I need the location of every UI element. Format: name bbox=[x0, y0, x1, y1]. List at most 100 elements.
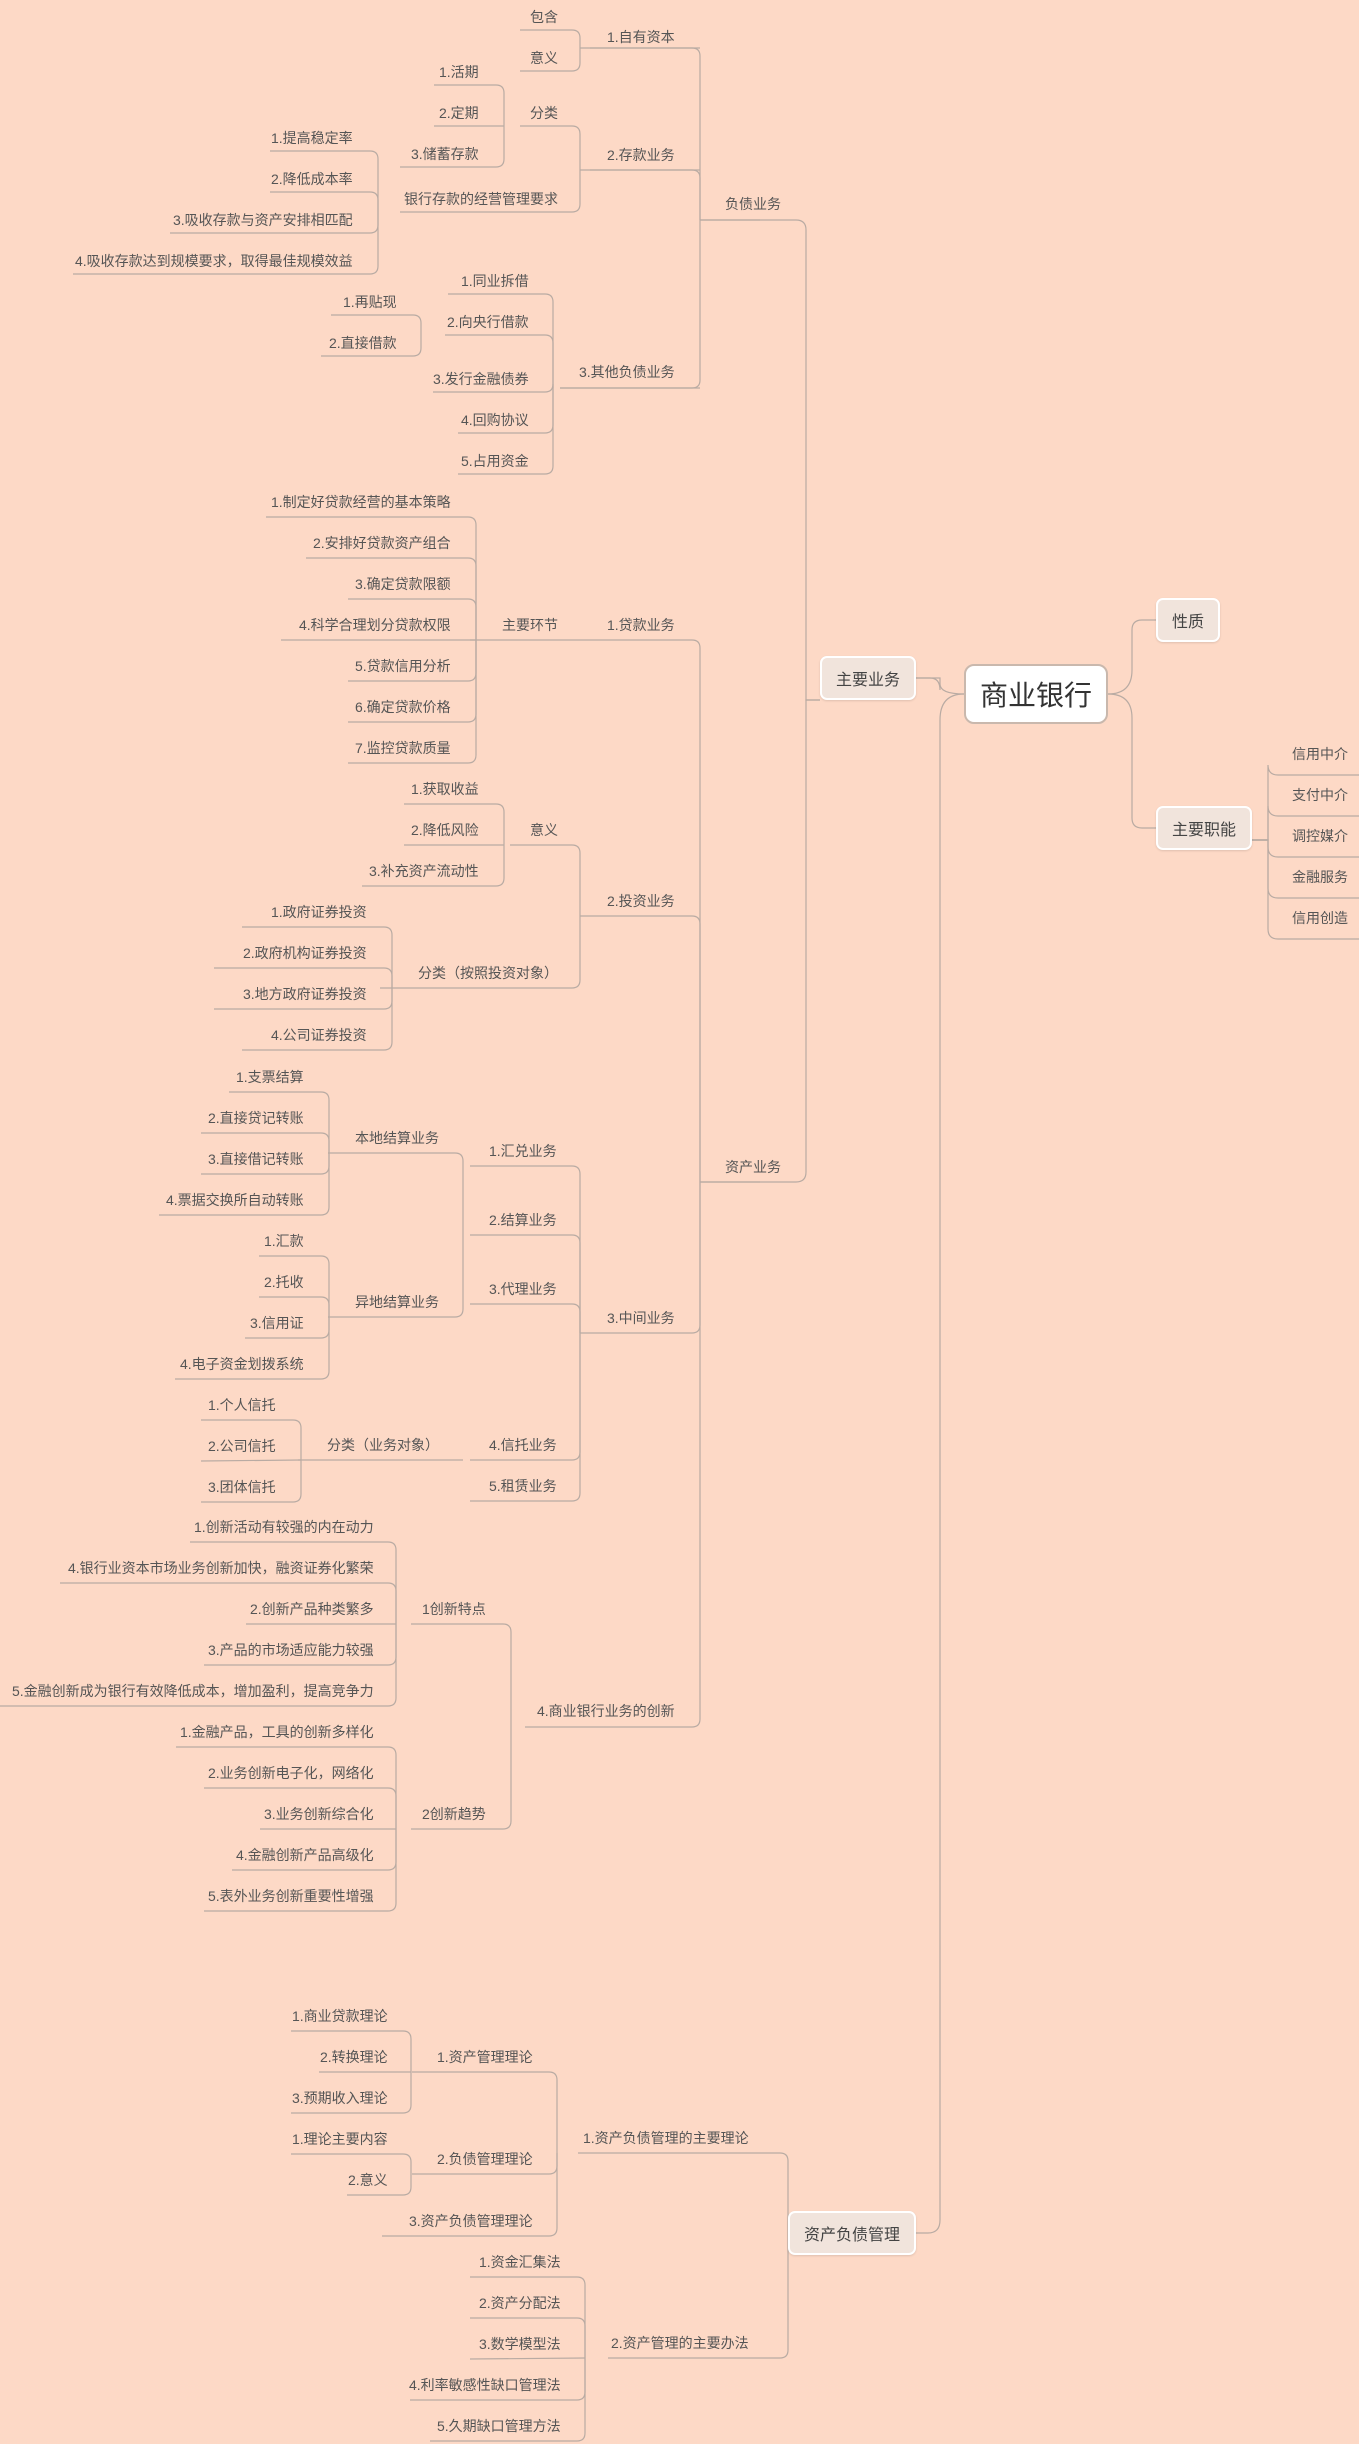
asset-theory-item[interactable]: 1.商业贷款理论 bbox=[292, 2008, 388, 2024]
node-other-liability[interactable]: 3.其他负债业务 bbox=[579, 364, 675, 380]
method-item[interactable]: 2.资产分配法 bbox=[479, 2295, 561, 2311]
node-innovation-trend[interactable]: 2创新趋势 bbox=[422, 1806, 486, 1822]
requirement-item[interactable]: 4.吸收存款达到规模要求，取得最佳规模效益 bbox=[75, 253, 353, 269]
remote-settle-item[interactable]: 1.汇款 bbox=[264, 1233, 304, 1249]
other-item[interactable]: 4.回购协议 bbox=[461, 412, 529, 428]
node-deposit-requirement[interactable]: 银行存款的经营管理要求 bbox=[404, 191, 558, 207]
loan-phase-item[interactable]: 6.确定贷款价格 bbox=[355, 699, 451, 715]
feature-item[interactable]: 5.金融创新成为银行有效降低成本，增加盈利，提高竞争力 bbox=[12, 1683, 374, 1699]
local-settle-item[interactable]: 4.票据交换所自动转账 bbox=[166, 1192, 304, 1208]
feature-item[interactable]: 3.产品的市场适应能力较强 bbox=[208, 1642, 374, 1658]
deposit-classify-item[interactable]: 3.储蓄存款 bbox=[411, 146, 479, 162]
invest-classify-item[interactable]: 4.公司证券投资 bbox=[271, 1027, 367, 1043]
loan-phase-item[interactable]: 2.安排好贷款资产组合 bbox=[313, 535, 451, 551]
local-settle-item[interactable]: 3.直接借记转账 bbox=[208, 1151, 304, 1167]
node-alm-theory-item[interactable]: 3.资产负债管理理论 bbox=[409, 2213, 533, 2229]
middle-item[interactable]: 5.租赁业务 bbox=[489, 1478, 557, 1494]
trend-item[interactable]: 3.业务创新综合化 bbox=[264, 1806, 374, 1822]
asset-theory-item[interactable]: 2.转换理论 bbox=[320, 2049, 388, 2065]
node-nature[interactable]: 性质 bbox=[1156, 598, 1220, 642]
remote-settle-item[interactable]: 4.电子资金划拨系统 bbox=[180, 1356, 304, 1372]
node-main-business[interactable]: 主要业务 bbox=[820, 656, 916, 700]
method-item[interactable]: 3.数学模型法 bbox=[479, 2336, 561, 2352]
node-deposit[interactable]: 2.存款业务 bbox=[607, 147, 675, 163]
local-settle-item[interactable]: 1.支票结算 bbox=[236, 1069, 304, 1085]
node-innovation-features[interactable]: 1创新特点 bbox=[422, 1601, 486, 1617]
invest-meaning-item[interactable]: 1.获取收益 bbox=[411, 781, 479, 797]
local-settle-item[interactable]: 2.直接贷记转账 bbox=[208, 1110, 304, 1126]
node-loan[interactable]: 1.贷款业务 bbox=[607, 617, 675, 633]
feature-item[interactable]: 4.银行业资本市场业务创新加快，融资证券化繁荣 bbox=[68, 1560, 374, 1576]
node-liability-theory[interactable]: 2.负债管理理论 bbox=[437, 2151, 533, 2167]
node-alm[interactable]: 资产负债管理 bbox=[788, 2211, 916, 2255]
remote-settle-item[interactable]: 2.托收 bbox=[264, 1274, 304, 1290]
liability-theory-item[interactable]: 1.理论主要内容 bbox=[292, 2131, 388, 2147]
node-liability[interactable]: 负债业务 bbox=[725, 196, 781, 212]
asset-theory-item[interactable]: 3.预期收入理论 bbox=[292, 2090, 388, 2106]
invest-classify-item[interactable]: 1.政府证券投资 bbox=[271, 904, 367, 920]
node-deposit-classify[interactable]: 分类 bbox=[530, 105, 558, 121]
requirement-item[interactable]: 3.吸收存款与资产安排相匹配 bbox=[173, 212, 353, 228]
loan-phase-item[interactable]: 5.贷款信用分析 bbox=[355, 658, 451, 674]
node-alm-theory[interactable]: 1.资产负债管理的主要理论 bbox=[583, 2130, 749, 2146]
other-item[interactable]: 5.占用资金 bbox=[461, 453, 529, 469]
trust-classify-item[interactable]: 3.团体信托 bbox=[208, 1479, 276, 1495]
loan-phase-item[interactable]: 1.制定好贷款经营的基本策略 bbox=[271, 494, 451, 510]
node-trust[interactable]: 4.信托业务 bbox=[489, 1437, 557, 1453]
other-item[interactable]: 3.发行金融债券 bbox=[433, 371, 529, 387]
trend-item[interactable]: 5.表外业务创新重要性增强 bbox=[208, 1888, 374, 1904]
node-invest[interactable]: 2.投资业务 bbox=[607, 893, 675, 909]
node-middle[interactable]: 3.中间业务 bbox=[607, 1310, 675, 1326]
liability-theory-item[interactable]: 2.意义 bbox=[348, 2172, 388, 2188]
middle-item[interactable]: 3.代理业务 bbox=[489, 1281, 557, 1297]
own-capital-item[interactable]: 意义 bbox=[530, 50, 558, 66]
node-functions[interactable]: 主要职能 bbox=[1156, 806, 1252, 850]
deposit-classify-item[interactable]: 1.活期 bbox=[439, 64, 479, 80]
other-item[interactable]: 1.同业拆借 bbox=[461, 273, 529, 289]
node-local-settle[interactable]: 本地结算业务 bbox=[355, 1130, 439, 1146]
node-trust-classify[interactable]: 分类（业务对象） bbox=[327, 1437, 439, 1453]
trust-classify-item[interactable]: 1.个人信托 bbox=[208, 1397, 276, 1413]
remote-settle-item[interactable]: 3.信用证 bbox=[250, 1315, 304, 1331]
node-invest-classify[interactable]: 分类（按照投资对象） bbox=[418, 965, 558, 981]
node-own-capital[interactable]: 1.自有资本 bbox=[607, 29, 675, 45]
own-capital-item[interactable]: 包含 bbox=[530, 9, 558, 25]
central-item[interactable]: 1.再贴现 bbox=[343, 294, 397, 310]
loan-phase-item[interactable]: 3.确定贷款限额 bbox=[355, 576, 451, 592]
method-item[interactable]: 4.利率敏感性缺口管理法 bbox=[409, 2377, 561, 2393]
node-alm-methods[interactable]: 2.资产管理的主要办法 bbox=[611, 2335, 749, 2351]
trend-item[interactable]: 4.金融创新产品高级化 bbox=[236, 1847, 374, 1863]
function-item[interactable]: 金融服务 bbox=[1292, 869, 1348, 885]
central-item[interactable]: 2.直接借款 bbox=[329, 335, 397, 351]
function-item[interactable]: 调控媒介 bbox=[1292, 828, 1348, 844]
invest-classify-item[interactable]: 3.地方政府证券投资 bbox=[243, 986, 367, 1002]
middle-item[interactable]: 1.汇兑业务 bbox=[489, 1143, 557, 1159]
invest-meaning-item[interactable]: 2.降低风险 bbox=[411, 822, 479, 838]
loan-phase-item[interactable]: 4.科学合理划分贷款权限 bbox=[299, 617, 451, 633]
trend-item[interactable]: 2.业务创新电子化，网络化 bbox=[208, 1765, 374, 1781]
node-central-borrow[interactable]: 2.向央行借款 bbox=[447, 314, 529, 330]
node-innovation[interactable]: 4.商业银行业务的创新 bbox=[537, 1703, 675, 1719]
requirement-item[interactable]: 2.降低成本率 bbox=[271, 171, 353, 187]
deposit-classify-item[interactable]: 2.定期 bbox=[439, 105, 479, 121]
feature-item[interactable]: 1.创新活动有较强的内在动力 bbox=[194, 1519, 374, 1535]
node-settle[interactable]: 2.结算业务 bbox=[489, 1212, 557, 1228]
method-item[interactable]: 5.久期缺口管理方法 bbox=[437, 2418, 561, 2434]
node-remote-settle[interactable]: 异地结算业务 bbox=[355, 1294, 439, 1310]
node-invest-meaning[interactable]: 意义 bbox=[530, 822, 558, 838]
root-node[interactable]: 商业银行 bbox=[964, 664, 1108, 724]
requirement-item[interactable]: 1.提高稳定率 bbox=[271, 130, 353, 146]
trend-item[interactable]: 1.金融产品，工具的创新多样化 bbox=[180, 1724, 374, 1740]
loan-phase-item[interactable]: 7.监控贷款质量 bbox=[355, 740, 451, 756]
node-asset-theory[interactable]: 1.资产管理理论 bbox=[437, 2049, 533, 2065]
trust-classify-item[interactable]: 2.公司信托 bbox=[208, 1438, 276, 1454]
function-item[interactable]: 支付中介 bbox=[1292, 787, 1348, 803]
invest-classify-item[interactable]: 2.政府机构证券投资 bbox=[243, 945, 367, 961]
invest-meaning-item[interactable]: 3.补充资产流动性 bbox=[369, 863, 479, 879]
function-item[interactable]: 信用中介 bbox=[1292, 746, 1348, 762]
method-item[interactable]: 1.资金汇集法 bbox=[479, 2254, 561, 2270]
node-loan-phase[interactable]: 主要环节 bbox=[502, 617, 558, 633]
feature-item[interactable]: 2.创新产品种类繁多 bbox=[250, 1601, 374, 1617]
node-asset[interactable]: 资产业务 bbox=[725, 1159, 781, 1175]
function-item[interactable]: 信用创造 bbox=[1292, 910, 1348, 926]
